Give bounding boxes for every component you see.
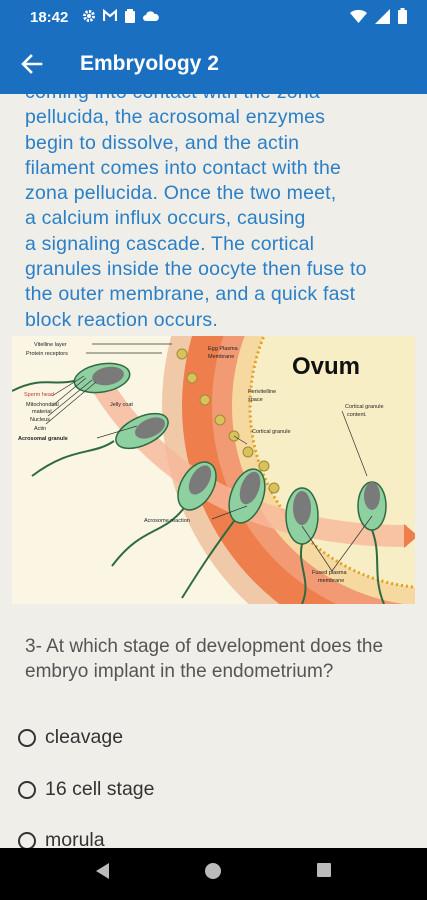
label-actin: Actin [34,426,46,432]
label-cortical-content-1: Cortical granule [345,404,384,410]
signal-icon [375,8,390,24]
label-space: space [248,397,263,403]
diagram-svg: Vitelline layer Protein receptors Sperm … [11,136,427,676]
label-membrane: Membrane [208,354,234,360]
question-text: 3- At which stage of development does th… [25,636,384,682]
option-label: 16 cell stage [45,778,155,800]
option-16-cell-stage[interactable]: 16 cell stage [18,778,155,801]
radio-unchecked-icon[interactable] [18,780,36,799]
label-egg-plasma: Egg Plasma [208,346,239,352]
mail-icon [103,9,117,21]
arrow-left-icon[interactable] [18,50,46,78]
status-system-icons [350,8,407,24]
option-cleavage[interactable]: cleavage [18,726,123,749]
passage-line: pellucida, the acrosomal enzymes [25,106,326,129]
label-material: material [32,409,52,415]
passage-line: coming into contact with the zona [25,94,410,105]
system-nav-bar [0,848,427,900]
status-bar: 18:42 [0,0,427,36]
label-protein: Protein receptors [26,351,68,357]
gear-icon [83,10,95,22]
status-notification-icons [82,9,159,23]
label-fused-2: membrane [318,578,344,584]
label-vitelline: Vitelline layer [34,342,67,348]
passage-line: block reaction occurs. [25,308,218,331]
label-mito: Mitochondrial [26,402,59,408]
passage-line: zona pellucida. Once the two meet, [25,182,337,205]
passage-line: begin to dissolve, and the actin [25,131,300,154]
scroll-content[interactable]: coming into contact with the zona pelluc… [0,94,427,848]
passage-line: a signaling cascade. The cortical [25,232,315,255]
diagram-title: Ovum [292,353,360,380]
cloud-icon [143,11,159,21]
passage-line: a calcium influx occurs, causing [25,207,306,230]
status-time: 18:42 [30,9,69,26]
label-fused-1: Fused plasma [312,570,347,576]
radio-unchecked-icon[interactable] [18,831,36,848]
label-acrosome-reaction: Acrosome reaction [144,518,190,524]
label-cortical-content-2: content. [347,412,367,418]
label-perivitelline: Perivitelline [248,389,276,395]
clipboard-icon [125,9,135,23]
page-title: Embryology 2 [80,52,219,75]
option-morula[interactable]: morula [18,829,105,848]
sperm-cells [11,362,387,605]
passage-line: the outer membrane, and a quick fast [25,283,356,306]
battery-icon [398,8,407,24]
label-nucleus: Nucleus [30,417,50,423]
option-label: morula [45,829,105,848]
wifi-icon [350,9,367,23]
passage-line: filament comes into contact with the [25,156,342,179]
passage-text: coming into contact with the zona pelluc… [25,94,410,333]
fertilization-diagram: Vitelline layer Protein receptors Sperm … [11,136,427,676]
label-cortical: Cortical granule [252,429,291,435]
home-circle-icon[interactable] [204,862,222,880]
label-sperm-head: Sperm head [24,392,54,398]
cortical-granules [176,348,280,494]
option-label: cleavage [45,726,124,748]
back-triangle-icon[interactable] [94,862,110,880]
passage-line: granules inside the oocyte then fuse to [25,258,367,281]
recents-square-icon[interactable] [316,862,332,878]
radio-unchecked-icon[interactable] [18,728,36,747]
label-acrosomal: Acrosomal granule [18,436,68,442]
app-bar: Embryology 2 [0,36,427,94]
label-jelly: Jelly coat [110,402,133,408]
